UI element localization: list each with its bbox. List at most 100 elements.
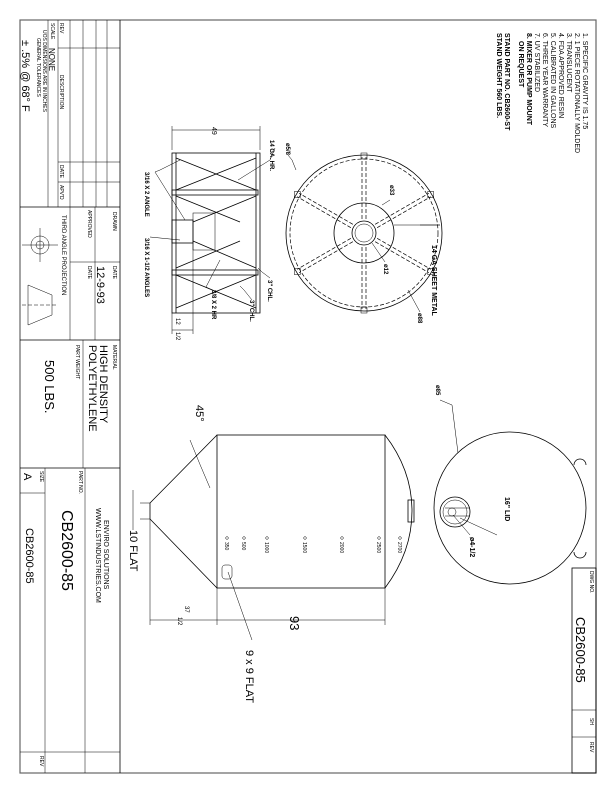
tolerance-value: ± .5% @ 68° F xyxy=(19,40,31,112)
note-4: 4. FDA APPROVED RESIN xyxy=(557,33,564,118)
company-website: WWW.LSTINDUSTRIES.COM xyxy=(94,508,101,603)
graduation-label: 2500 xyxy=(375,542,381,553)
dwg-no-block: DWG NO. CB2600-85 SH REV xyxy=(571,567,597,774)
callout-dia-12: ø12 xyxy=(382,264,388,275)
dim-93: 93 xyxy=(287,616,302,630)
part-weight-label: PART WEIGHT xyxy=(74,345,80,379)
stand-side-view: 49 12 1/2 14 GA. HR. 3/16 X 2 ANGLE 3/16… xyxy=(143,126,276,341)
callout-3-16-x-1-1-2-angles: 3/16 X 1-1/2 ANGLES xyxy=(143,238,149,297)
size-value: A xyxy=(21,473,33,481)
size-label: SIZE xyxy=(38,471,44,483)
tank-top-view: ø85 16" LID ø4-1/2 xyxy=(433,385,587,585)
graduation-label: 1500 xyxy=(301,542,307,553)
graduation-label: 1000 xyxy=(263,542,269,553)
general-tolerances: GENERAL TOLERANCES xyxy=(35,38,41,97)
callout-3-16-x-2-angle: 3/16 X 2 ANGLE xyxy=(143,172,149,217)
notes-block: 1. SPECIFIC GRAVITY IS 1.75 2. 1 PIECE R… xyxy=(495,33,588,153)
dim-49: 49 xyxy=(210,127,217,135)
sheet-border xyxy=(19,19,597,774)
callout-9x9-flat: 9 x 9 FLAT xyxy=(243,650,255,703)
stand-leg-lug xyxy=(294,191,301,198)
stand-leg-lug xyxy=(360,306,368,314)
scale-label: SCALE xyxy=(49,23,55,40)
rev-label: REV xyxy=(588,742,594,753)
approved-label: APPROVED xyxy=(86,210,92,238)
stand-weight: STAND WEIGHT 560 LBS. xyxy=(495,33,502,118)
stand-leg-lug xyxy=(360,152,368,160)
description-header: DESCRIPTION xyxy=(58,75,64,110)
date-label: DATE xyxy=(111,266,117,280)
stand-top-view: 14 GA SHEET METAL ø5/8 ø33 ø12 ø88 xyxy=(284,143,443,324)
note-1: 1. SPECIFIC GRAVITY IS 1.75 xyxy=(581,33,588,129)
angle-45: 45° xyxy=(193,405,205,422)
tank-side-view: 2700 2500 2000 1500 1000 500 350 93 37 1/2 10 … xyxy=(127,405,415,703)
date-header: DATE xyxy=(58,165,64,179)
material-line-1: HIGH DENSITY xyxy=(97,345,109,424)
callout-dia-5-8: ø5/8 xyxy=(284,143,290,156)
callout-3-chl-2: 3" CHL. xyxy=(248,300,254,322)
title-block: REV DESCRIPTION DATE APV'D SCALE NONE UO… xyxy=(19,20,121,773)
company-name: ENVIRO SOLUTIONS xyxy=(102,520,109,590)
stand-spoke xyxy=(374,241,429,274)
dwg-no-value: CB2600-85 xyxy=(573,617,588,683)
dim-37-half: 1/2 xyxy=(176,617,182,626)
callout-16-lid: 16" LID xyxy=(503,497,510,521)
callout-3-8-x-2-hr: 3/8 X 2 HR xyxy=(210,290,216,320)
dim-half: 1/2 xyxy=(174,332,180,341)
stand-spoke xyxy=(297,237,352,270)
callout-dia-88: ø88 xyxy=(416,313,422,324)
stand-spoke xyxy=(376,196,431,229)
callout-dia-85: ø85 xyxy=(434,385,440,396)
graduation-label: 2700 xyxy=(396,542,402,553)
scale-value: NONE xyxy=(47,48,56,71)
stand-leg-lug xyxy=(427,191,434,198)
tolerance-note: UOS DIMENSIONS ARE IN INCHES xyxy=(41,30,47,113)
drawn-label: DRAWN xyxy=(111,212,117,231)
stand-spoke xyxy=(299,192,354,225)
graduation-mark xyxy=(398,536,402,540)
third-angle-projection-symbol xyxy=(22,228,58,326)
stand-spoke xyxy=(299,241,354,274)
note-3: 3. TRANSLUCENT xyxy=(565,33,572,93)
dim-12: 12 xyxy=(174,318,180,325)
part-no-value: CB2600-85 xyxy=(58,510,75,591)
graduation-mark xyxy=(265,536,269,540)
dwg-no-bottom: CB2600-85 xyxy=(23,528,35,584)
callout-dia-4-1-2: ø4-1/2 xyxy=(468,537,475,557)
callout-14-ga-hr: 14 GA. HR. xyxy=(268,140,274,171)
graduation-label: 500 xyxy=(240,542,246,551)
stand-leg-lug xyxy=(294,268,301,275)
graduation-mark xyxy=(225,536,229,540)
date-value: 12-9-93 xyxy=(94,266,106,304)
material-line-2: POLYETHYLENE xyxy=(86,345,98,432)
note-5: 5. CALIBRATED IN GALLONS xyxy=(549,33,556,129)
graduation-mark xyxy=(242,536,246,540)
graduation-label: 350 xyxy=(223,542,229,551)
apvd-header: APV'D xyxy=(58,185,64,200)
dim-10-flat: 10 FLAT xyxy=(127,530,139,572)
note-6: 6. THREE YEAR WARRANTY xyxy=(541,33,548,127)
date-label-2: DATE xyxy=(86,266,92,280)
rev-header: REV xyxy=(58,23,64,34)
note-2: 2. 1 PIECE ROTATIONALLY MOLDED xyxy=(573,33,580,153)
stand-spoke xyxy=(376,237,431,270)
dwg-no-label: DWG NO. xyxy=(588,571,594,594)
callout-14-ga-sheet-metal: 14 GA SHEET METAL xyxy=(430,245,437,317)
part-no-label: PART NO. xyxy=(77,471,83,494)
stand-spoke xyxy=(297,196,352,229)
stand-spoke xyxy=(374,192,429,225)
rev-label-bottom: REV xyxy=(38,756,44,767)
stand-part-no: STAND PART NO. CB2600-ST xyxy=(503,33,510,131)
material-label: MATERIAL xyxy=(111,345,117,370)
stand-leg-lug xyxy=(427,268,434,275)
callout-3-chl-1: 3" CHL. xyxy=(266,280,272,302)
dim-37: 37 xyxy=(183,606,189,613)
graduation-mark xyxy=(377,536,381,540)
note-8: 8. MIXER OR PUMP MOUNT xyxy=(525,33,532,126)
graduation-mark xyxy=(303,536,307,540)
note-8-cont: ON REQUEST xyxy=(517,41,524,88)
projection-label: THIRD ANGLE PROJECTION xyxy=(60,215,66,295)
graduation-label: 2000 xyxy=(338,542,344,553)
